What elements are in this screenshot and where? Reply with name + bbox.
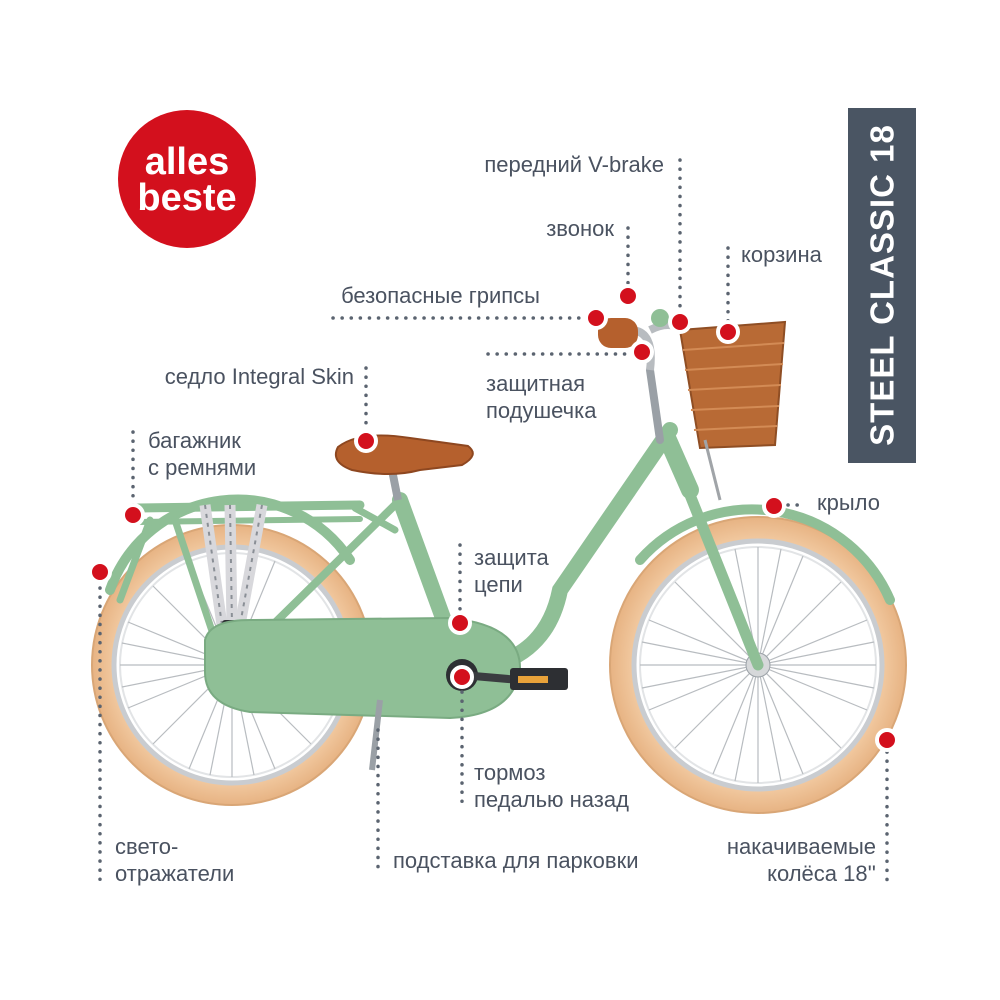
kickstand [369,699,383,771]
rear-fender [105,494,355,595]
badge-line-1: alles [144,141,230,183]
label-reflectors-1: свето- [115,834,179,859]
label-wheels-1: накачиваемые [726,834,876,859]
brand-badge: alles beste [118,110,256,248]
label-front-brake: передний V-brake [484,152,664,177]
leader-lines [98,158,889,882]
label-kickstand: подставка для парковки [393,848,639,873]
label-reflectors-2: отражатели [115,861,235,886]
label-saddle: седло Integral Skin [164,364,354,389]
rear-rack [116,500,399,644]
model-title-box [848,108,916,463]
label-wheels-2: колёса 18'' [767,861,876,886]
label-grips: безопасные грипсы [341,283,540,308]
label-chain-2: цепи [474,572,523,597]
badge-line-2: beste [137,177,237,219]
basket [678,320,787,501]
model-title: STEEL CLASSIC 18 [863,124,901,446]
label-pad-1: защитная [486,371,586,396]
label-rack-1: багажник [148,428,241,453]
label-rack-2: с ремнями [148,455,257,480]
callout-markers [88,284,899,752]
label-bell: звонок [546,216,614,241]
label-coaster-2: педалью назад [474,787,629,812]
label-chain-1: защита [474,545,549,570]
label-pad-2: подушечка [486,398,597,423]
label-fender: крыло [817,490,880,515]
label-coaster-1: тормоз [474,760,546,785]
label-basket: корзина [741,242,822,267]
